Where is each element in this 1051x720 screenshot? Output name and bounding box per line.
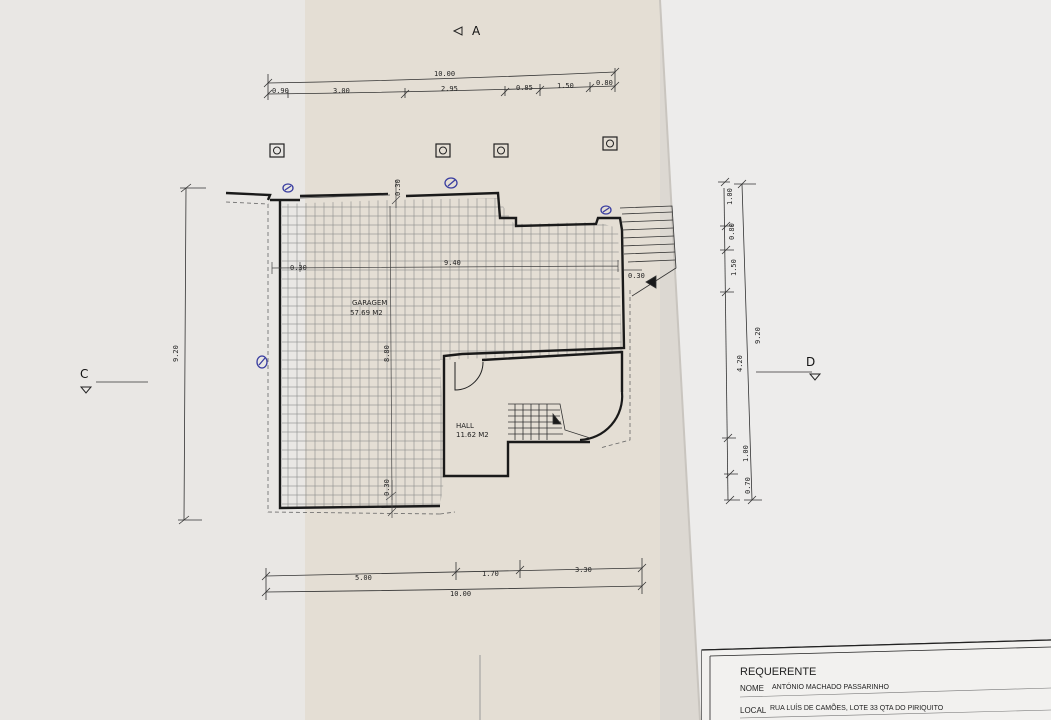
dim-right-segment: 1.00 [726,188,734,205]
dim-inner-top-wall: 0.30 [394,179,402,196]
dim-right-segment: 1.50 [730,259,738,276]
dashed-outline [225,201,456,515]
dim-top-segment: 1.50 [557,82,574,90]
room-name-garage: GARAGEM [352,299,387,307]
left-dimension-line [178,183,206,525]
dim-bottom-segment: 5.00 [355,574,372,582]
section-mark-c-label: C [80,367,88,381]
title-block-name-label: NOME [740,684,764,693]
title-block-local-value: RUA LUÍS DE CAMÕES, LOTE 33 QTA DO PIRIQ… [770,703,944,712]
room-name-hall: HALL [456,422,474,430]
paper-panel-right [660,0,1051,720]
exterior-walls [225,191,626,510]
pillar-icon [602,136,618,151]
dim-inner-width: 9.40 [444,259,461,267]
title-block-local-label: LOCAL [740,706,767,715]
room-area-garage: 57.69 M2 [350,309,383,317]
hand-marking-icon [256,177,612,369]
room-area-hall: 11.62 M2 [456,431,489,439]
section-mark-c: C [79,367,148,394]
pillar-icon [435,143,451,158]
title-block-heading: REQUERENTE [740,666,816,678]
window-opening [299,194,391,199]
section-mark-a: A [452,24,481,38]
dim-right-segment: 1.00 [742,445,750,462]
hall-door [454,361,484,391]
dim-right-segment: 0.80 [728,223,736,240]
dim-top-segment: 2.95 [441,85,458,93]
top-dimension-chain [263,67,620,100]
dim-bottom-segment: 1.70 [482,570,499,578]
paper-panel-left [0,0,305,720]
exterior-stairs [619,205,677,297]
dim-bottom-overall: 10.00 [450,590,471,598]
dashed-outline [599,290,631,449]
section-mark-d-label: D [806,355,815,369]
dim-top-overall: 10.00 [434,70,455,78]
dim-right-segment: 4.20 [736,355,744,372]
dim-top-segment: 0.85 [516,84,533,92]
title-block [701,639,1051,720]
right-dimension-chain [718,177,762,505]
section-mark-d: D [756,355,822,381]
interior-stairs [508,403,591,440]
dim-inner-right-wall: 0.30 [628,272,645,280]
dim-right-segment: 0.70 [744,477,752,494]
dim-right-overall: 9.20 [754,327,762,344]
dim-top-segment: 0.80 [596,79,613,87]
fold-line [659,0,701,720]
inner-dimension-lines [271,180,642,518]
dim-inner-left-offset: 0.30 [290,264,307,272]
section-mark-a-label: A [472,24,481,38]
dim-inner-bottom-wall: 0.30 [383,479,391,496]
garage-floor [282,198,622,508]
dim-left-overall: 9.20 [172,345,180,362]
pillar-icon [269,143,285,158]
dim-top-segment: 3.00 [333,87,350,95]
hall-curved-wall [579,391,624,442]
pillar-icon [493,143,509,158]
bottom-dimension-chain [261,558,647,600]
dim-bottom-segment: 3.30 [575,566,592,574]
title-block-name-value: ANTÓNIO MACHADO PASSARINHO [772,682,889,691]
dim-top-segment: 0.90 [272,87,289,95]
dim-inner-height: 8.80 [383,345,391,362]
